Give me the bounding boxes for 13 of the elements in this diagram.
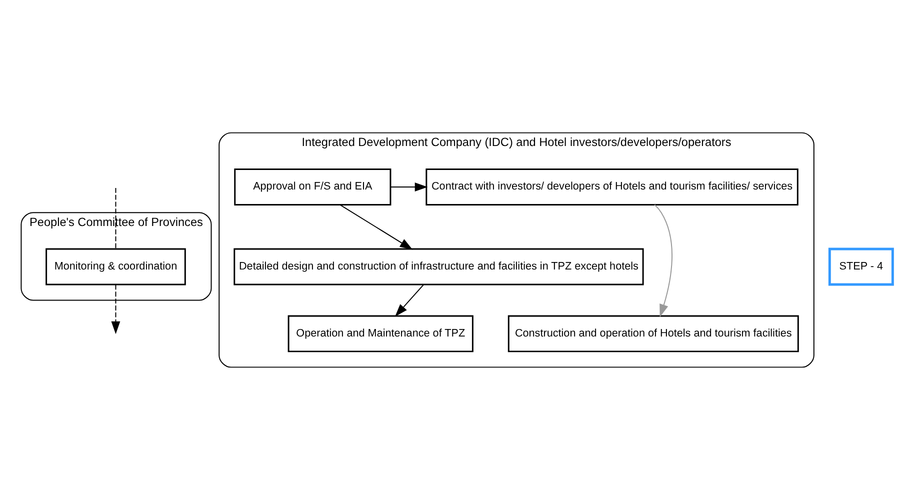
arrow <box>111 284 120 334</box>
node-box: Monitoring & coordination <box>46 248 186 285</box>
node-box: STEP - 4 <box>828 247 894 286</box>
arrow <box>395 284 424 316</box>
arrow <box>340 204 413 250</box>
connector <box>115 187 116 249</box>
node-box: Detailed design and construction of infrastructure and facilities in TPZ except hotels <box>234 248 644 285</box>
node-box: Operation and Maintenance of TPZ <box>288 314 474 352</box>
node-box: Construction and operation of Hotels and tourism facilities <box>508 314 799 352</box>
arrow <box>654 204 672 317</box>
arrow <box>390 182 428 191</box>
node-box: Contract with investors/ developers of Hotels and tourism facilities/ services <box>426 168 798 205</box>
node-box: Approval on F/S and EIA <box>234 168 392 205</box>
